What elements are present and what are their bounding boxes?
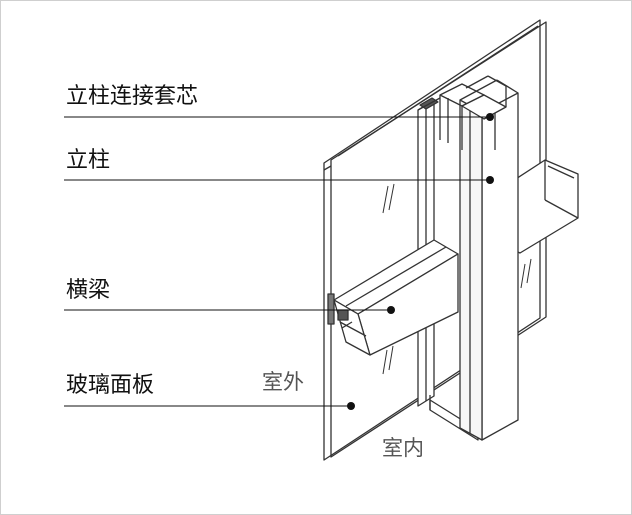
label-mullion: 立柱: [66, 148, 111, 173]
label-outdoor: 室外: [262, 370, 304, 394]
label-mullion-sleeve: 立柱连接套芯: [66, 84, 199, 109]
label-transom: 横梁: [66, 278, 111, 303]
label-glass-panel: 玻璃面板: [66, 373, 155, 398]
leader-lines: [64, 116, 490, 407]
label-indoor: 室内: [382, 436, 424, 460]
transom-shape: [327, 239, 459, 356]
